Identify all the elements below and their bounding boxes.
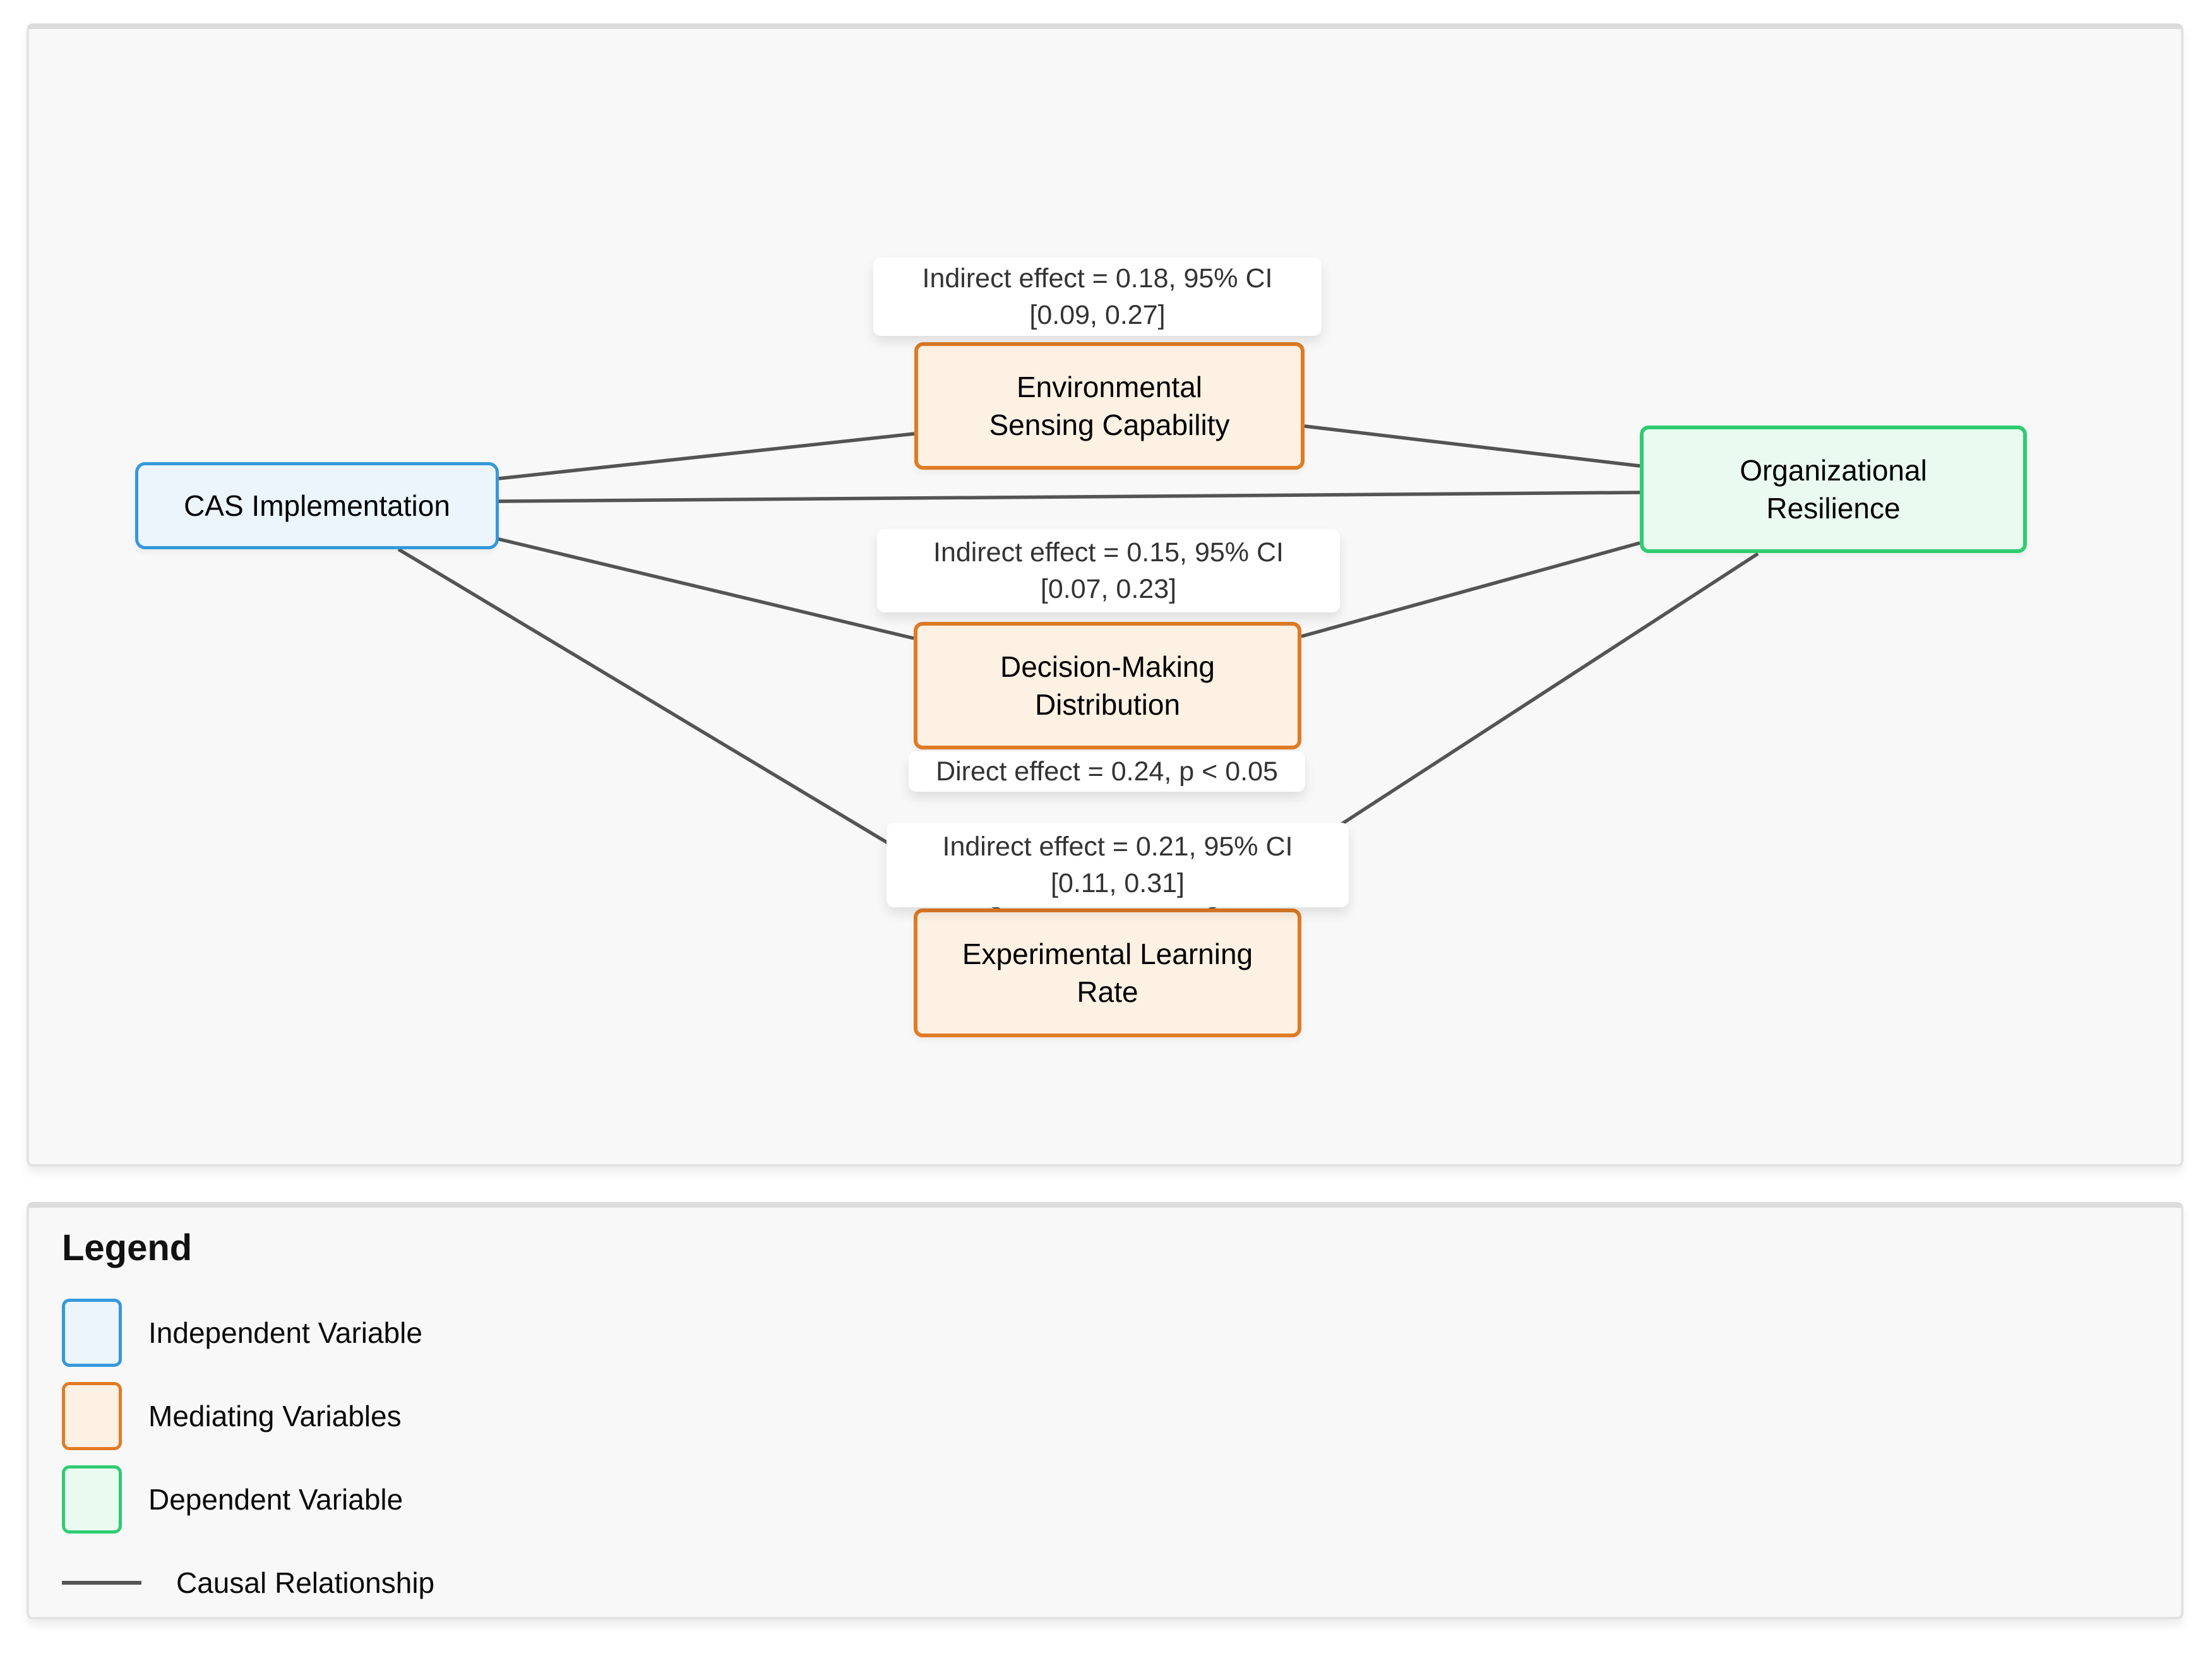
indirect-effect-label-elr: Indirect effect = 0.21, 95% CI [0.11, 0.… [887, 823, 1349, 907]
node-label-line2: Distribution [1034, 688, 1181, 721]
node-label-line1: Experimental Learning [962, 938, 1253, 970]
effect-text-line1: Indirect effect = 0.18, 95% CI [922, 263, 1273, 294]
edge-cas-dmd [496, 537, 914, 640]
legend-panel: Legend Independent Variable Mediating Va… [27, 1202, 2183, 1619]
node-decision-making-distribution: Decision-Making Distribution [914, 622, 1301, 749]
edge-esc-or [1304, 424, 1640, 468]
legend-item-causal-relationship: Causal Relationship [62, 1549, 434, 1617]
edge-dmd-or [1301, 541, 1640, 638]
legend-title: Legend [62, 1227, 193, 1268]
edge-cas-esc [498, 432, 915, 480]
legend-item-label: Mediating Variables [148, 1400, 402, 1433]
diagram-panel: CAS Implementation Environmental Sensing… [27, 23, 2183, 1167]
node-label-line1: Organizational [1740, 454, 1927, 487]
effect-text-line1: Indirect effect = 0.21, 95% CI [942, 831, 1293, 862]
direct-effect-label: Direct effect = 0.24, p < 0.05 [909, 751, 1305, 792]
effect-text-line1: Indirect effect = 0.15, 95% CI [933, 537, 1284, 568]
independent-variable-swatch [62, 1299, 122, 1367]
effect-text-line2: [0.11, 0.31] [1051, 868, 1185, 898]
effect-text-line2: [0.09, 0.27] [1029, 300, 1166, 330]
node-experimental-learning-rate: Experimental Learning Rate [914, 909, 1301, 1037]
node-organizational-resilience: Organizational Resilience [1640, 426, 2027, 553]
indirect-effect-label-esc: Indirect effect = 0.18, 95% CI [0.09, 0.… [873, 258, 1322, 336]
indirect-effect-label-dmd: Indirect effect = 0.15, 95% CI [0.07, 0.… [877, 529, 1340, 612]
effect-text-line2: [0.07, 0.23] [1040, 574, 1177, 604]
legend-item-label: Dependent Variable [148, 1483, 403, 1516]
legend-item-dependent-variable: Dependent Variable [62, 1465, 403, 1534]
edge-cas-or [498, 491, 1640, 503]
causal-relationship-line-swatch [62, 1581, 141, 1585]
node-label-line2: Rate [1077, 975, 1138, 1008]
node-label-line1: Decision-Making [1000, 650, 1215, 683]
node-label-line2: Resilience [1766, 492, 1901, 525]
mediating-variables-swatch [62, 1382, 122, 1450]
node-label-line2: Sensing Capability [989, 408, 1230, 441]
effect-text: Direct effect = 0.24, p < 0.05 [936, 756, 1278, 787]
node-environmental-sensing-capability: Environmental Sensing Capability [914, 342, 1305, 470]
legend-item-independent-variable: Independent Variable [62, 1299, 422, 1367]
dependent-variable-swatch [62, 1465, 122, 1534]
legend-item-label: Causal Relationship [176, 1566, 435, 1599]
node-label: CAS Implementation [184, 489, 450, 522]
legend-item-label: Independent Variable [148, 1316, 422, 1349]
node-cas-implementation: CAS Implementation [135, 462, 499, 549]
legend-item-mediating-variables: Mediating Variables [62, 1382, 402, 1450]
node-label-line1: Environmental [1016, 371, 1203, 403]
